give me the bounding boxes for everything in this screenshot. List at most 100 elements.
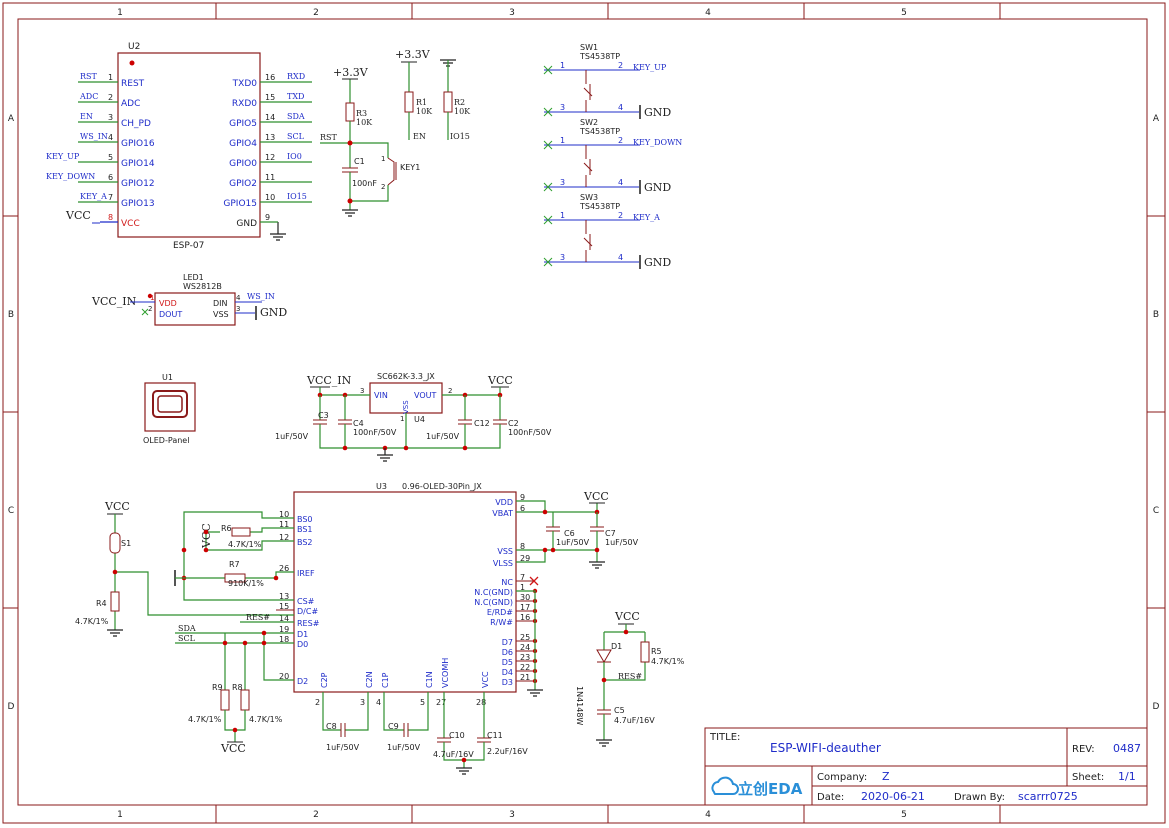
esp07-pin-name: CH_PD (121, 119, 151, 129)
esp07-ground-icon (270, 222, 286, 241)
r3-resistor (345, 102, 355, 122)
regulator-ref: U4 (414, 415, 425, 424)
led-part: WS2812B (183, 282, 222, 291)
c10-value: 4.7uF/16V (433, 750, 474, 759)
u3-pin-name: E/RD# (487, 608, 513, 617)
reset-circuit[interactable]: +3.3V R3 10K RST C1 100nF KEY1 1 2 (320, 66, 420, 217)
switch-pin1-num: 1 (560, 61, 565, 70)
regulator-vcc-in-label: VCC_IN (306, 374, 352, 387)
u3-pin-number: 16 (520, 613, 530, 622)
col-label-5-bottom: 5 (901, 810, 907, 820)
col-label-2-bottom: 2 (313, 810, 319, 820)
u3-pin-name: D0 (297, 640, 308, 649)
oled-reset-circuit[interactable]: VCC D1 1N4148W R5 4.7K/1% RES# C5 4.7uF/… (575, 610, 685, 747)
r6-ref: R6 (221, 524, 232, 533)
oled-panel[interactable]: U1 OLED-Panel (143, 373, 196, 445)
led-pin-vdd: VDD (159, 299, 177, 308)
u3-pin-number: 5 (420, 698, 425, 707)
r6-value: 4.7K/1% (228, 540, 262, 549)
esp07-pin-name: RXD0 (232, 99, 257, 109)
c5-value: 4.7uF/16V (614, 716, 655, 725)
r1-net-label: EN (413, 132, 426, 141)
voltage-regulator[interactable]: SC662K-3.3_JX VIN VOUT VSS 3 2 1 U4 VCC_… (275, 372, 552, 462)
reset-net-label: RST (320, 133, 338, 142)
c9-value: 1uF/50V (387, 743, 421, 752)
date-label: Date: (817, 792, 844, 803)
col-label-4: 4 (705, 8, 711, 18)
oled-driver-u3[interactable]: U3 0.96-OLED-30Pin_JX BS010BS111BS212IRE… (276, 482, 538, 708)
u3-pin-number: 6 (520, 504, 525, 513)
r2-value: 10K (454, 107, 471, 116)
esp07-pin-name: REST (121, 79, 145, 89)
s1-vcc-label: VCC (104, 500, 130, 513)
u3-res-net-label: RES# (246, 613, 270, 622)
d1-diode-icon (596, 649, 612, 663)
col-label-5: 5 (901, 8, 907, 18)
led-pin-vss: VSS (213, 310, 229, 319)
row-label-d: D (8, 702, 15, 712)
u3-pin-name: D6 (502, 648, 513, 657)
switch-pin4-num: 4 (618, 103, 623, 112)
c5-ground-icon (596, 739, 612, 747)
esp07-module[interactable]: U2 ESP-07 REST1RSTADC2ADCCH_PD3ENGPIO164… (46, 42, 312, 251)
led-pin4-num: 4 (236, 294, 241, 302)
c7-vcc-label: VCC (583, 490, 609, 503)
date-value: 2020-06-21 (861, 790, 925, 803)
oled-panel-ref: U1 (162, 373, 173, 382)
led-pin2-num: 2 (148, 305, 152, 313)
regulator-ground-icon (377, 448, 393, 462)
col-label-3: 3 (509, 8, 515, 18)
regulator-pin2-num: 2 (448, 387, 452, 395)
c4-value: 100nF/50V (353, 428, 397, 437)
esp07-net-label: ADC (79, 92, 98, 101)
oled-support-parts[interactable]: VCC S1 R4 4.7K/1% R6 4.7K/1% VCC R7 910K… (75, 490, 639, 775)
switch-pin-lines (544, 69, 640, 113)
row-label-c: C (8, 506, 14, 516)
led-pin3-num: 3 (236, 305, 240, 313)
esp07-net-label: SCL (287, 132, 305, 141)
u3-pin-number: 24 (520, 643, 530, 652)
r4-ref: R4 (96, 599, 107, 608)
esp07-net-label: IO0 (287, 152, 302, 161)
u3-right-pins: VDD9VBAT6VSS8VLSS29NC7N.C(GND)1N.C(GND)3… (474, 493, 538, 687)
switch-pin2-num: 2 (618, 211, 623, 220)
row-label-a: A (8, 114, 15, 124)
u3-pin-number: 18 (279, 635, 289, 644)
key1-button-icon (387, 157, 395, 186)
esp07-net-label: TXD (287, 92, 304, 101)
pullup-resistors[interactable]: +3.3V R1 10K EN R2 10K IO15 (395, 48, 471, 141)
r4-ground-icon (107, 629, 123, 637)
switch-pin3-num: 3 (560, 178, 565, 187)
u3-pin-name: VCOMH (441, 658, 450, 688)
esp07-pin-name: GPIO2 (229, 179, 257, 189)
esp07-pin-number: 14 (265, 113, 275, 122)
esp07-pin-number: 4 (108, 133, 113, 142)
sheet-label: Sheet: (1072, 772, 1104, 783)
company-label: Company: (817, 772, 867, 783)
u3-pin-name: N.C(GND) (474, 598, 513, 607)
esp07-net-label: RXD (287, 72, 305, 81)
switch-part: TS4538TP (579, 127, 620, 136)
switch-pin4-num: 4 (618, 178, 623, 187)
esp07-net-label: SDA (287, 112, 305, 121)
esp07-pin-name: GPIO15 (223, 199, 257, 209)
c7-value: 1uF/50V (605, 538, 639, 547)
switch-net-label: KEY_DOWN (633, 138, 682, 147)
u3-pin-number: 26 (279, 564, 289, 573)
key1-pin1: 1 (381, 155, 385, 163)
drawn-by-label: Drawn By: (954, 792, 1005, 803)
u3-pin-name: VDD (495, 498, 513, 507)
u3-pin-name: VLSS (493, 559, 513, 568)
regulator-pin-vout: VOUT (414, 391, 436, 400)
ws2812b-led[interactable]: LED1 WS2812B VCC_IN VDD DOUT DIN VSS 1 2… (91, 273, 287, 326)
switch-noconnect-icon (543, 140, 553, 192)
led-vcc-in-label: VCC_IN (91, 295, 137, 308)
switch-pin2-num: 2 (618, 61, 623, 70)
esp07-pin-number: 12 (265, 153, 275, 162)
esp07-pin-number: 16 (265, 73, 275, 82)
u3-pin-number: 25 (520, 633, 530, 642)
c6-c7-ground-icon (589, 561, 605, 569)
switch-pin4-num: 4 (618, 253, 623, 262)
